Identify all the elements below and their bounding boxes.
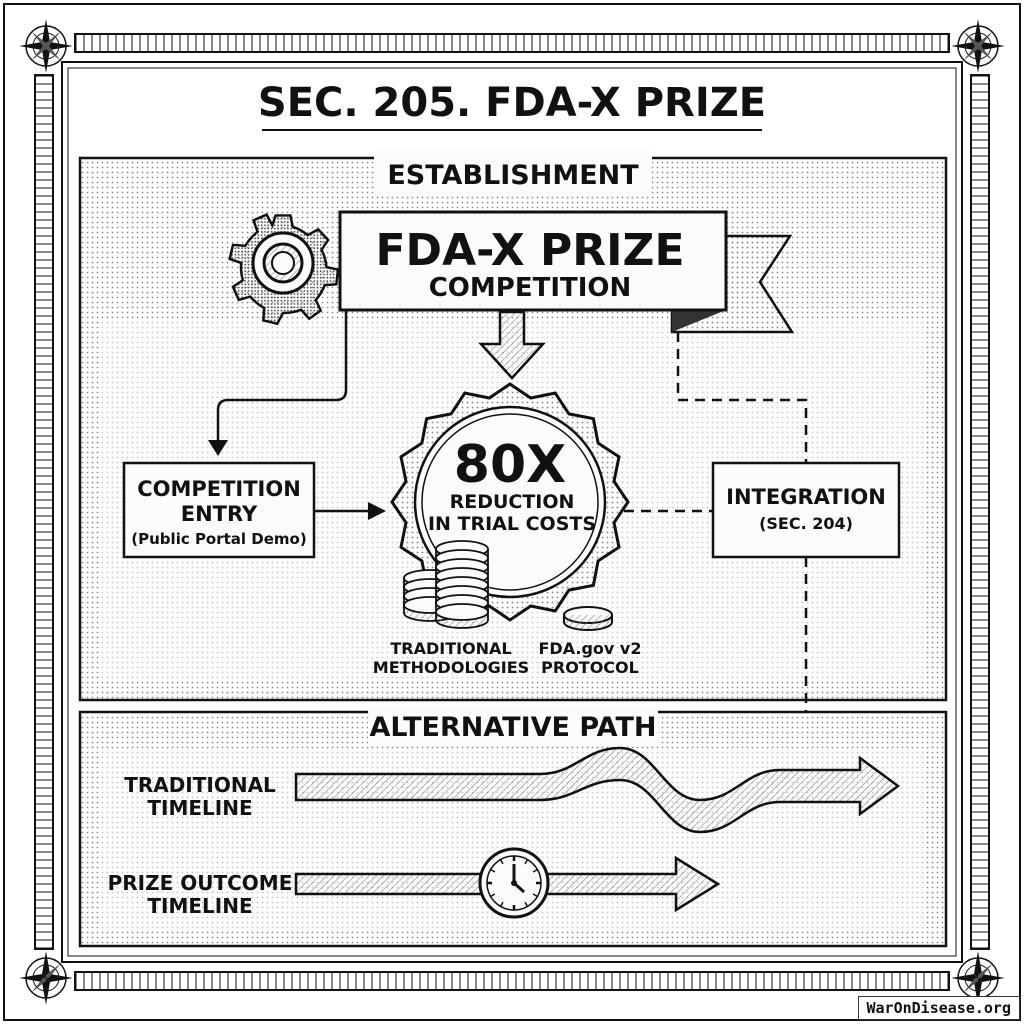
coins-left-line2: METHODOLOGIES [373, 658, 529, 677]
compass-rose-icon [19, 951, 73, 1005]
prize-line1: PRIZE OUTCOME [108, 871, 293, 895]
seal-value: 80X [454, 435, 566, 495]
prize-banner: FDA-X PRIZE COMPETITION [338, 210, 795, 334]
banner-title: FDA-X PRIZE [375, 225, 684, 276]
clock-icon [478, 847, 550, 919]
establishment-header: ESTABLISHMENT [387, 160, 639, 191]
traditional-line2: TIMELINE [147, 796, 252, 820]
compass-rose-icon [951, 19, 1005, 73]
traditional-timeline-arrow [294, 746, 901, 834]
connector-gear-entry [208, 310, 348, 456]
dashed-connectors [624, 332, 808, 712]
alternative-path-header: ALTERNATIVE PATH [369, 712, 656, 743]
traditional-line1: TRADITIONAL [124, 773, 276, 797]
entry-line1: COMPETITION [137, 477, 301, 501]
ornamental-frame [3, 3, 1021, 1021]
coins-right-line1: FDA.gov v2 [539, 639, 642, 658]
connector-entry-seal [314, 502, 386, 520]
seal-line2: IN TRIAL COSTS [428, 513, 596, 535]
compass-rose-icon [19, 19, 73, 73]
coins-left-line1: TRADITIONAL [390, 639, 511, 658]
integration-box: INTEGRATION (SEC. 204) [711, 461, 901, 559]
integration-line2: (SEC. 204) [759, 514, 853, 533]
entry-line3: (Public Portal Demo) [131, 530, 306, 548]
seal-line1: REDUCTION [450, 491, 575, 513]
coins-right-line2: PROTOCOL [541, 658, 639, 677]
gear-icon [228, 213, 340, 326]
integration-line1: INTEGRATION [726, 485, 886, 509]
watermark: WarOnDisease.org [857, 996, 1020, 1020]
compass-rose-icon [951, 951, 1005, 1005]
competition-entry-box: COMPETITION ENTRY (Public Portal Demo) [122, 461, 316, 559]
cost-reduction-seal: 80X REDUCTION IN TRIAL COSTS [390, 382, 630, 622]
entry-line2: ENTRY [181, 502, 258, 526]
prize-line2: TIMELINE [147, 894, 252, 918]
page-title: SEC. 205. FDA-X PRIZE [258, 80, 766, 126]
banner-subtitle: COMPETITION [429, 273, 632, 303]
coin-stack-icon [403, 540, 613, 631]
arrow-icon [478, 310, 546, 380]
